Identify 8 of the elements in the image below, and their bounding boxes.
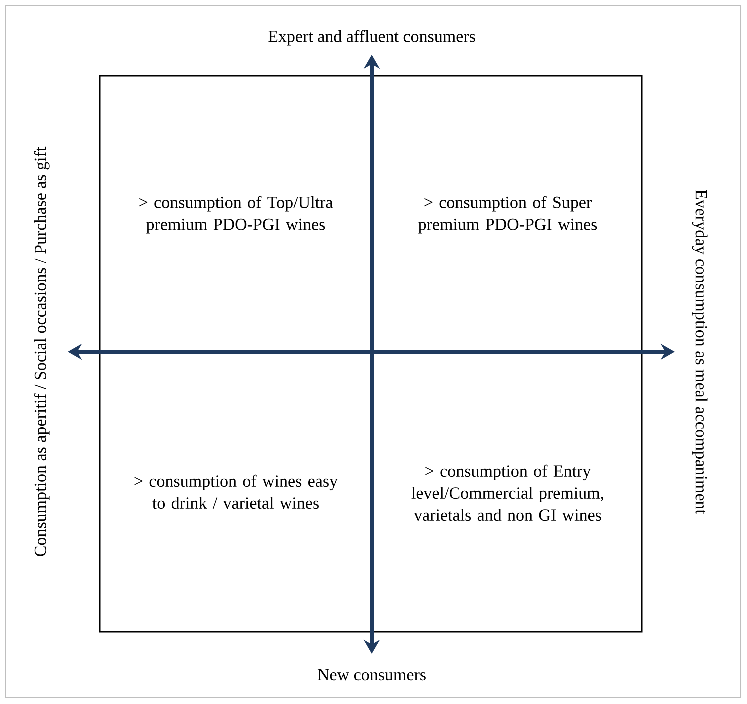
- axis-label: New consumers: [318, 669, 426, 681]
- quadrant-text: > consumption of Top/Ultra premium PDO-PGI wines: [140, 196, 334, 234]
- axis-label: Everyday consumption as meal accompaniment: [692, 190, 708, 514]
- quadrant-text: > consumption of Entry level/Commercial premium, varietals and non GI wines: [412, 464, 604, 522]
- axis-label: Expert and affluent consumers: [268, 30, 476, 46]
- quadrant-text: > consumption of wines easy to drink / varietal wines: [134, 474, 338, 510]
- axis-label: Consumption as aperitif / Social occasions / Purchase as gift: [34, 146, 50, 556]
- quadrant-text: > consumption of Super premium PDO-PGI wines: [418, 196, 598, 234]
